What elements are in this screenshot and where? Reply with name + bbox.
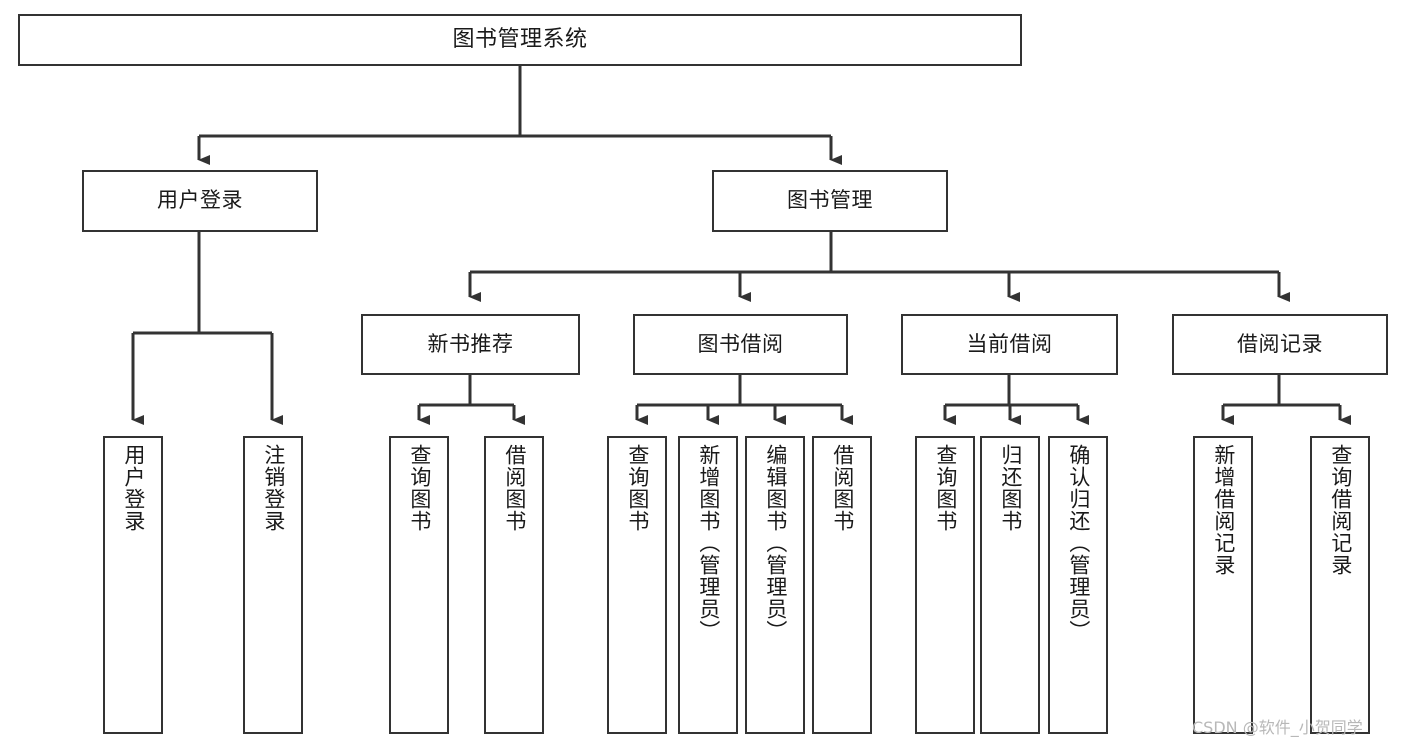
leaf-label: 确认归还（管理员） [1066, 444, 1091, 642]
leaf-book-borrow-1[interactable]: 新增图书（管理员） [678, 436, 738, 734]
leaf-label: 查询图书 [407, 444, 432, 532]
leaf-label: 查询图书 [625, 444, 650, 532]
leaf-borrow-record-0[interactable]: 新增借阅记录 [1193, 436, 1253, 734]
leaf-new-book-rec-0[interactable]: 查询图书 [389, 436, 449, 734]
leaf-book-borrow-2[interactable]: 编辑图书（管理员） [745, 436, 805, 734]
leaf-label: 新增借阅记录 [1211, 444, 1236, 576]
node-book-borrow-label: 图书借阅 [697, 331, 784, 356]
leaf-new-book-rec-1[interactable]: 借阅图书 [484, 436, 544, 734]
node-new-book-recommend[interactable]: 新书推荐 [361, 314, 580, 375]
node-current-borrow[interactable]: 当前借阅 [901, 314, 1118, 375]
leaf-current-borrow-1[interactable]: 归还图书 [980, 436, 1040, 734]
leaf-label: 新增图书（管理员） [696, 444, 721, 642]
leaf-book-borrow-0[interactable]: 查询图书 [607, 436, 667, 734]
leaf-label: 归还图书 [998, 444, 1023, 532]
node-current-borrow-label: 当前借阅 [966, 331, 1053, 356]
leaf-label: 查询借阅记录 [1328, 444, 1353, 576]
node-borrow-record[interactable]: 借阅记录 [1172, 314, 1388, 375]
leaf-current-borrow-0[interactable]: 查询图书 [915, 436, 975, 734]
leaf-label: 编辑图书（管理员） [763, 444, 788, 642]
leaf-label: 注销登录 [261, 444, 286, 532]
node-book-manage[interactable]: 图书管理 [712, 170, 948, 232]
node-book-borrow[interactable]: 图书借阅 [633, 314, 848, 375]
leaf-label: 查询图书 [933, 444, 958, 532]
node-root-label: 图书管理系统 [452, 26, 588, 52]
leaf-label: 用户登录 [121, 444, 146, 532]
leaf-user-login-0[interactable]: 用户登录 [103, 436, 163, 734]
node-root[interactable]: 图书管理系统 [18, 14, 1022, 66]
node-user-login-label: 用户登录 [157, 188, 243, 213]
leaf-current-borrow-2[interactable]: 确认归还（管理员） [1048, 436, 1108, 734]
leaf-user-login-1[interactable]: 注销登录 [243, 436, 303, 734]
leaf-label: 借阅图书 [830, 444, 855, 532]
watermark-text: CSDN @软件_小贺同学 [1192, 718, 1363, 737]
leaf-borrow-record-1[interactable]: 查询借阅记录 [1310, 436, 1370, 734]
node-borrow-record-label: 借阅记录 [1237, 331, 1323, 356]
leaf-label: 借阅图书 [502, 444, 527, 532]
node-book-manage-label: 图书管理 [787, 188, 873, 213]
node-user-login[interactable]: 用户登录 [82, 170, 318, 232]
node-new-book-recommend-label: 新书推荐 [427, 331, 514, 356]
leaf-book-borrow-3[interactable]: 借阅图书 [812, 436, 872, 734]
